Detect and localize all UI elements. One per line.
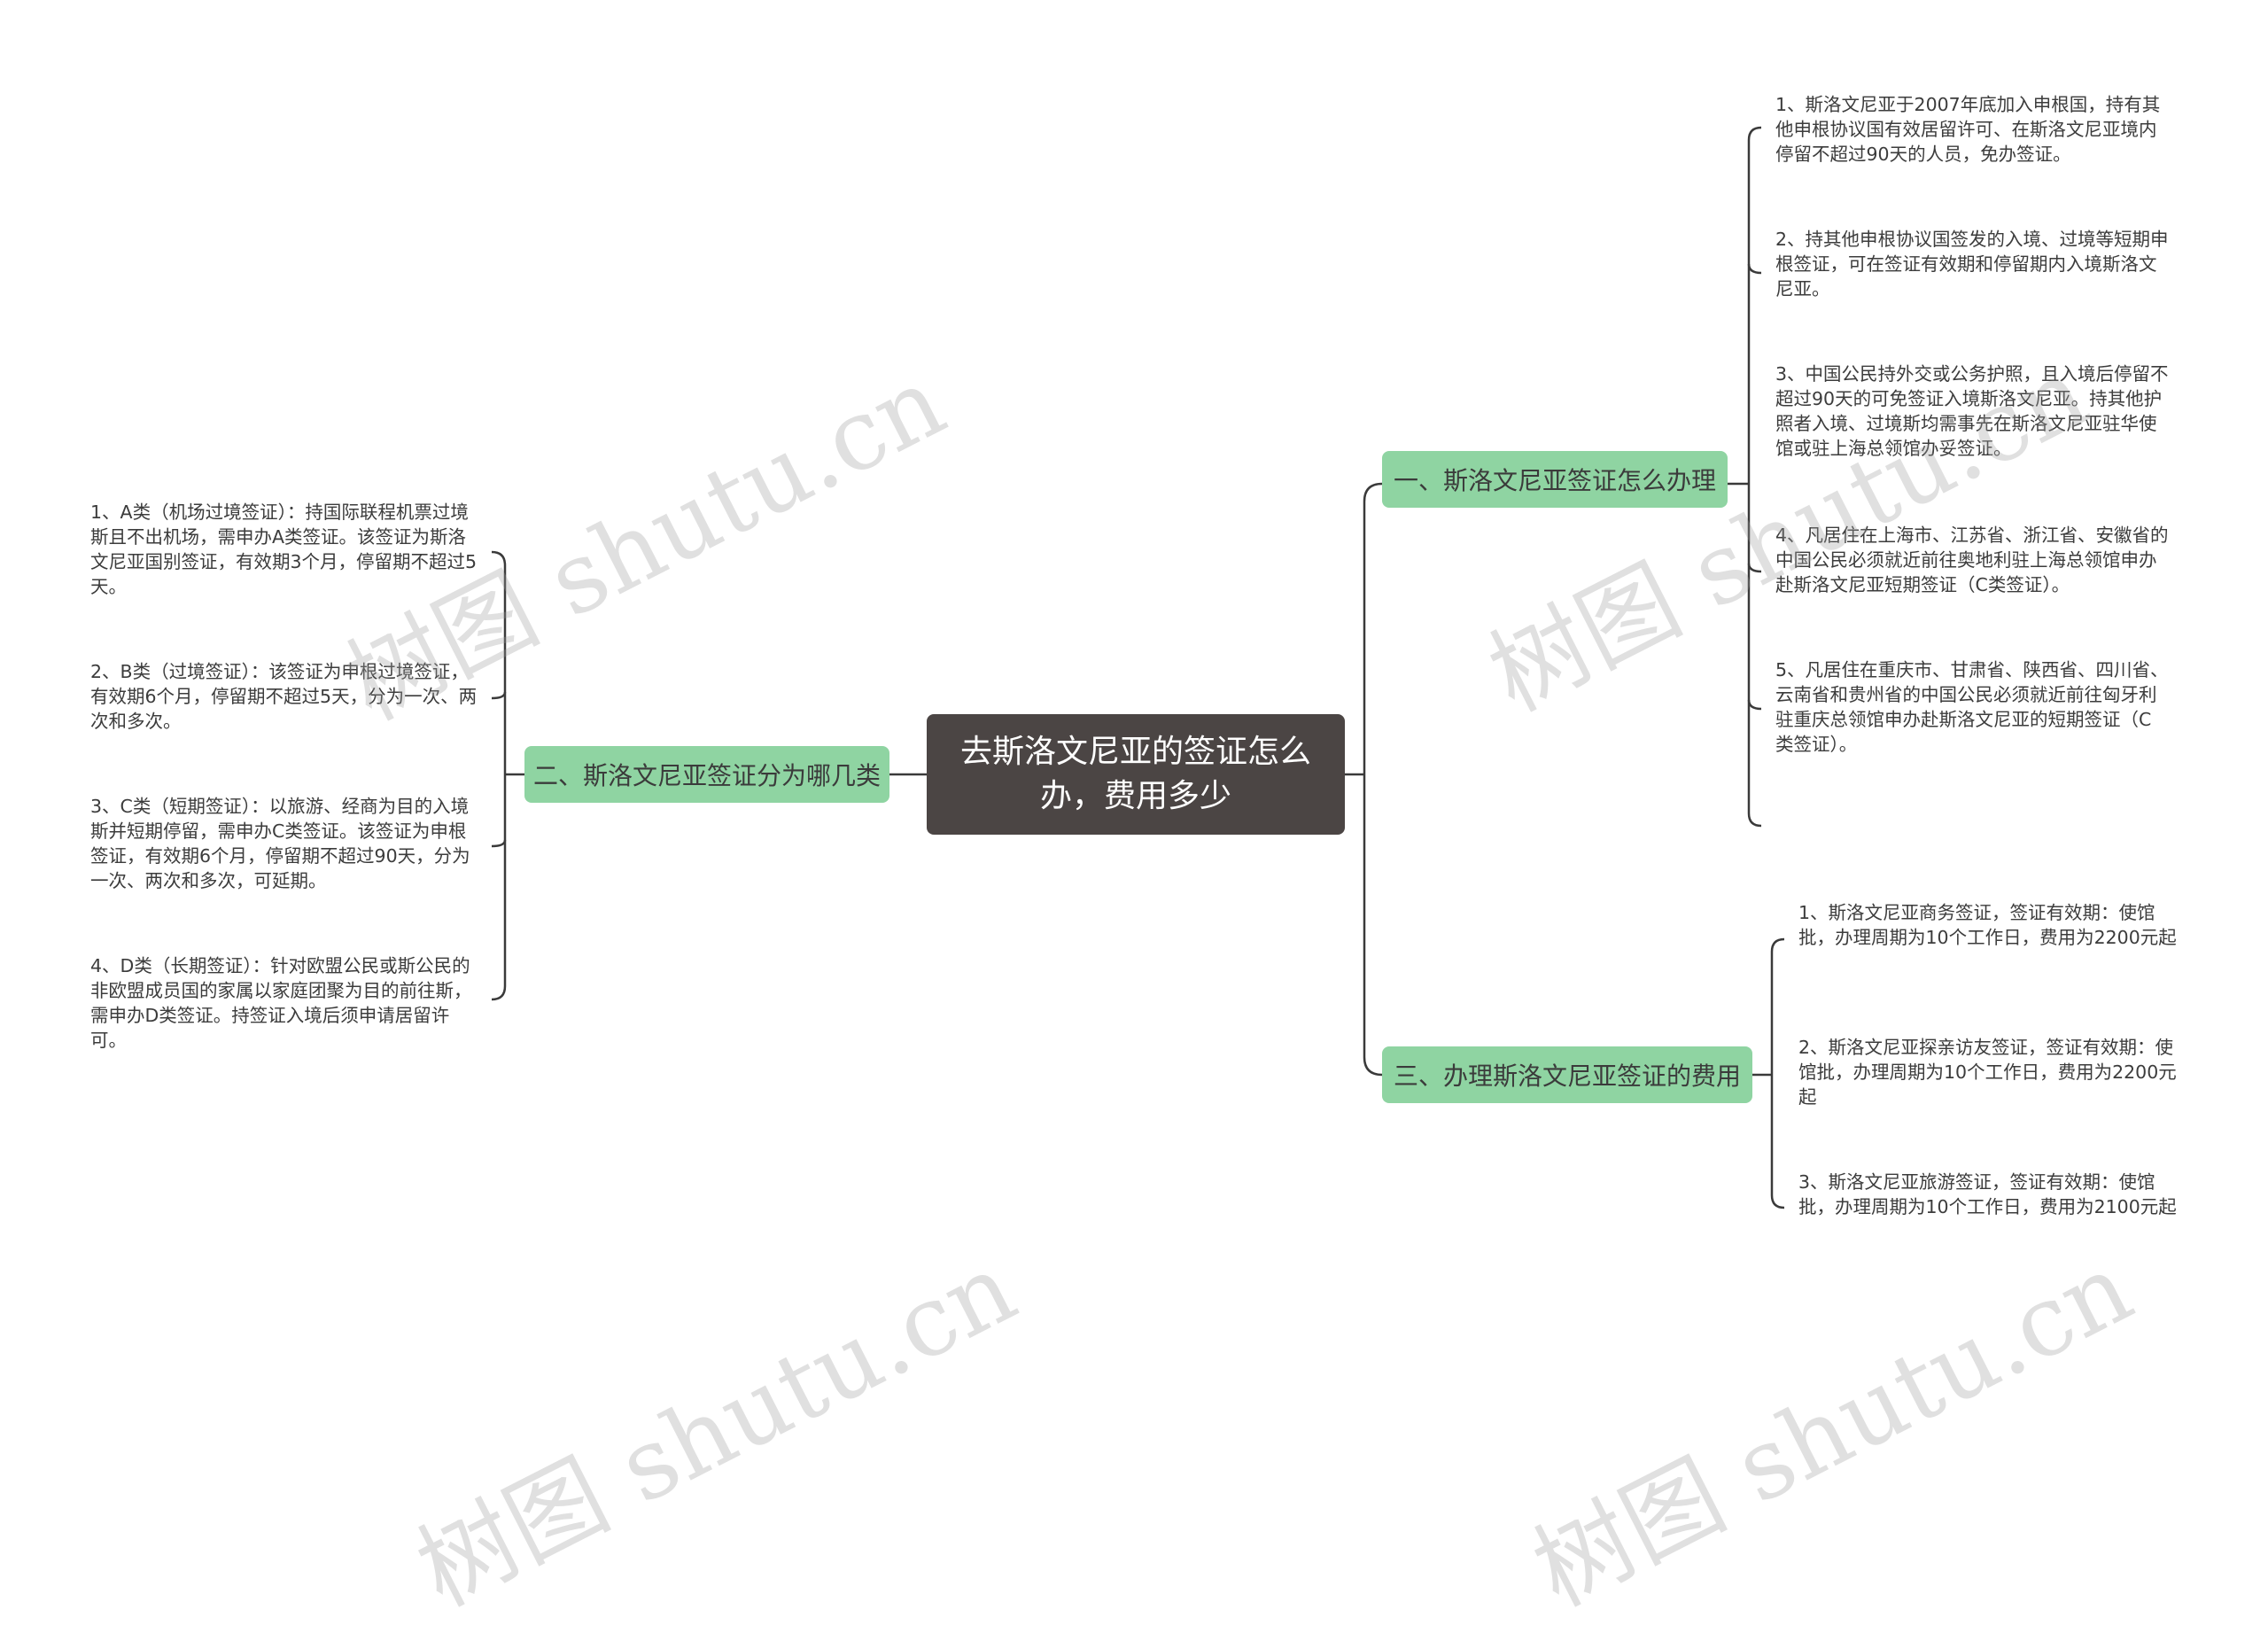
leaf-b1-5[interactable]: 5、凡居住在重庆市、甘肃省、陕西省、四川省、云南省和贵州省的中国公民必须就近前往… — [1775, 659, 2169, 755]
leaf-b2-3[interactable]: 3、C类（短期签证）：以旅游、经商为目的入境斯并短期停留，需申办C类签证。该签证… — [90, 796, 470, 891]
root-topic-text: 去斯洛文尼亚的签证怎么办，费用多少 — [959, 734, 1311, 814]
leaf-b3-3[interactable]: 3、斯洛文尼亚旅游签证，签证有效期：使馆批，办理周期为10个工作日，费用为210… — [1798, 1171, 2177, 1217]
branch-b2[interactable]: 二、斯洛文尼亚签证分为哪几类 — [524, 746, 889, 803]
bracket-b1 — [1747, 126, 1762, 828]
leaf-b1-3[interactable]: 3、中国公民持外交或公务护照，且入境后停留不超过90天的可免签证入境斯洛文尼亚。… — [1775, 363, 2169, 459]
root-topic[interactable]: 去斯洛文尼亚的签证怎么办，费用多少 — [927, 714, 1345, 835]
branch-b1[interactable]: 一、斯洛文尼亚签证怎么办理 — [1382, 451, 1728, 508]
leaf-b2-4[interactable]: 4、D类（长期签证）：针对欧盟公民或斯公民的非欧盟成员国的家属以家庭团聚为目的前… — [90, 955, 472, 1051]
leaf-b1-1[interactable]: 1、斯洛文尼亚于2007年底加入申根国，持有其他申根协议国有效居留许可、在斯洛文… — [1775, 94, 2161, 165]
connector-b1-stem — [1363, 482, 1383, 1077]
branch-b1-label: 一、斯洛文尼亚签证怎么办理 — [1393, 466, 1716, 495]
leaf-b1-4[interactable]: 4、凡居住在上海市、江苏省、浙江省、安徽省的中国公民必须就近前往奥地利驻上海总领… — [1775, 525, 2169, 595]
tick-b2-2 — [491, 691, 507, 700]
leaf-b3-2[interactable]: 2、斯洛文尼亚探亲访友签证，签证有效期：使馆批，办理周期为10个工作日，费用为2… — [1798, 1037, 2177, 1108]
leaf-b3-1[interactable]: 1、斯洛文尼亚商务签证，签证有效期：使馆批，办理周期为10个工作日，费用为220… — [1798, 902, 2177, 948]
branch-b3-label: 三、办理斯洛文尼亚签证的费用 — [1393, 1061, 1741, 1091]
branch-b2-label: 二、斯洛文尼亚签证分为哪几类 — [532, 761, 881, 790]
leaf-b2-1[interactable]: 1、A类（机场过境签证）：持国际联程机票过境斯且不出机场，需申办A类签证。该签证… — [90, 502, 478, 597]
tick-b2-3 — [491, 839, 507, 848]
tick-b1-5 — [1747, 699, 1762, 711]
bracket-b2 — [491, 550, 507, 1001]
tick-b1-4 — [1747, 563, 1762, 573]
leaf-b1-2[interactable]: 2、持其他申根协议国签发的入境、过境等短期申根签证，可在签证有效期和停留期内入境… — [1775, 229, 2169, 299]
bracket-b3 — [1770, 937, 1785, 1209]
connector-lines — [491, 126, 1785, 1209]
tick-b1-2 — [1747, 263, 1762, 275]
leaf-b2-2[interactable]: 2、B类（过境签证）：该签证为申根过境签证，有效期6个月，停留期不超过5天，分为… — [90, 661, 478, 732]
branch-b3[interactable]: 三、办理斯洛文尼亚签证的费用 — [1382, 1046, 1752, 1103]
